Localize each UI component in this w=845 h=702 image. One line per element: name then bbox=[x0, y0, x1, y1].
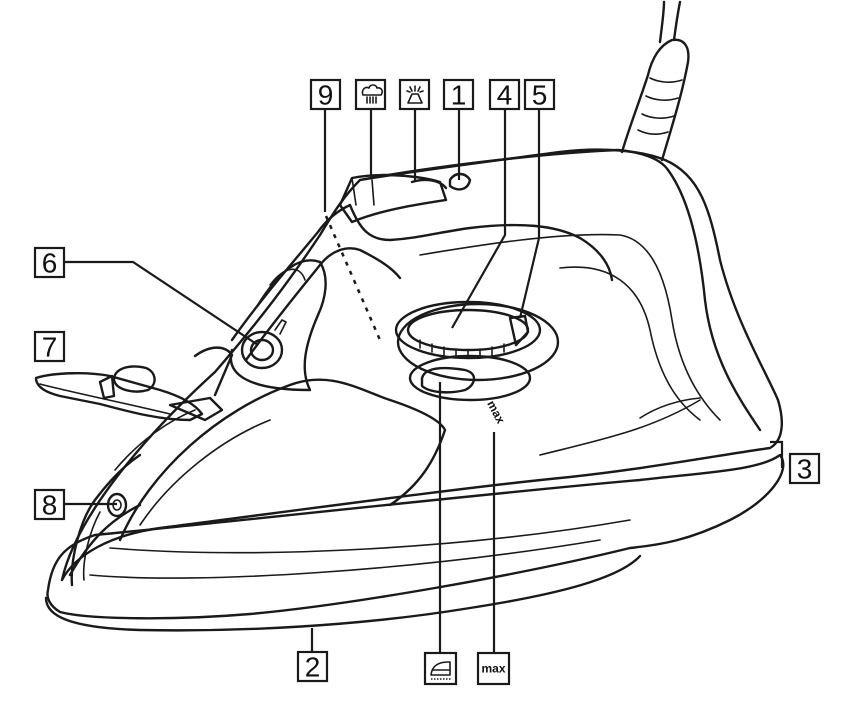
svg-text:max: max bbox=[481, 662, 505, 676]
iron-temperature-icon bbox=[430, 661, 451, 680]
svg-text:8: 8 bbox=[42, 490, 58, 521]
steam-button bbox=[338, 173, 448, 224]
spray-icon bbox=[406, 85, 424, 104]
anti-calc-button bbox=[448, 172, 472, 191]
callout-1: 1 bbox=[442, 78, 475, 111]
callout-2: 2 bbox=[296, 650, 329, 683]
callout-steam-burst bbox=[354, 78, 387, 111]
cord-guard bbox=[620, 38, 690, 162]
soleplate bbox=[46, 453, 785, 620]
callout-9: 9 bbox=[309, 78, 342, 111]
svg-text:3: 3 bbox=[797, 454, 813, 485]
max-fill-mark: max bbox=[484, 398, 508, 426]
burst-button bbox=[240, 330, 284, 370]
handle bbox=[230, 203, 614, 342]
callout-8: 8 bbox=[33, 488, 66, 521]
callout-6: 6 bbox=[33, 246, 66, 279]
callout-max: max bbox=[476, 651, 511, 686]
water-level-indicator-line bbox=[324, 215, 382, 341]
steam-burst-icon bbox=[361, 84, 384, 104]
callout-5: 5 bbox=[523, 78, 556, 111]
iron-shell bbox=[60, 148, 783, 582]
svg-text:9: 9 bbox=[318, 80, 334, 111]
callout-iron-setting bbox=[423, 651, 458, 686]
callout-3: 3 bbox=[788, 452, 821, 485]
callout-spray bbox=[398, 78, 431, 111]
filling-inlet-lid bbox=[34, 372, 204, 422]
svg-text:7: 7 bbox=[42, 332, 58, 363]
svg-text:5: 5 bbox=[532, 80, 548, 111]
svg-text:2: 2 bbox=[305, 652, 321, 683]
svg-text:1: 1 bbox=[451, 80, 467, 111]
leader-lines bbox=[64, 108, 784, 653]
water-tank bbox=[118, 378, 447, 542]
soleplate-rim bbox=[44, 554, 642, 632]
callout-7: 7 bbox=[33, 330, 66, 363]
steam-selector bbox=[420, 366, 476, 394]
callout-4: 4 bbox=[488, 78, 521, 111]
iron-illustration: max bbox=[34, 0, 785, 632]
svg-text:6: 6 bbox=[42, 248, 58, 279]
svg-text:4: 4 bbox=[497, 80, 513, 111]
